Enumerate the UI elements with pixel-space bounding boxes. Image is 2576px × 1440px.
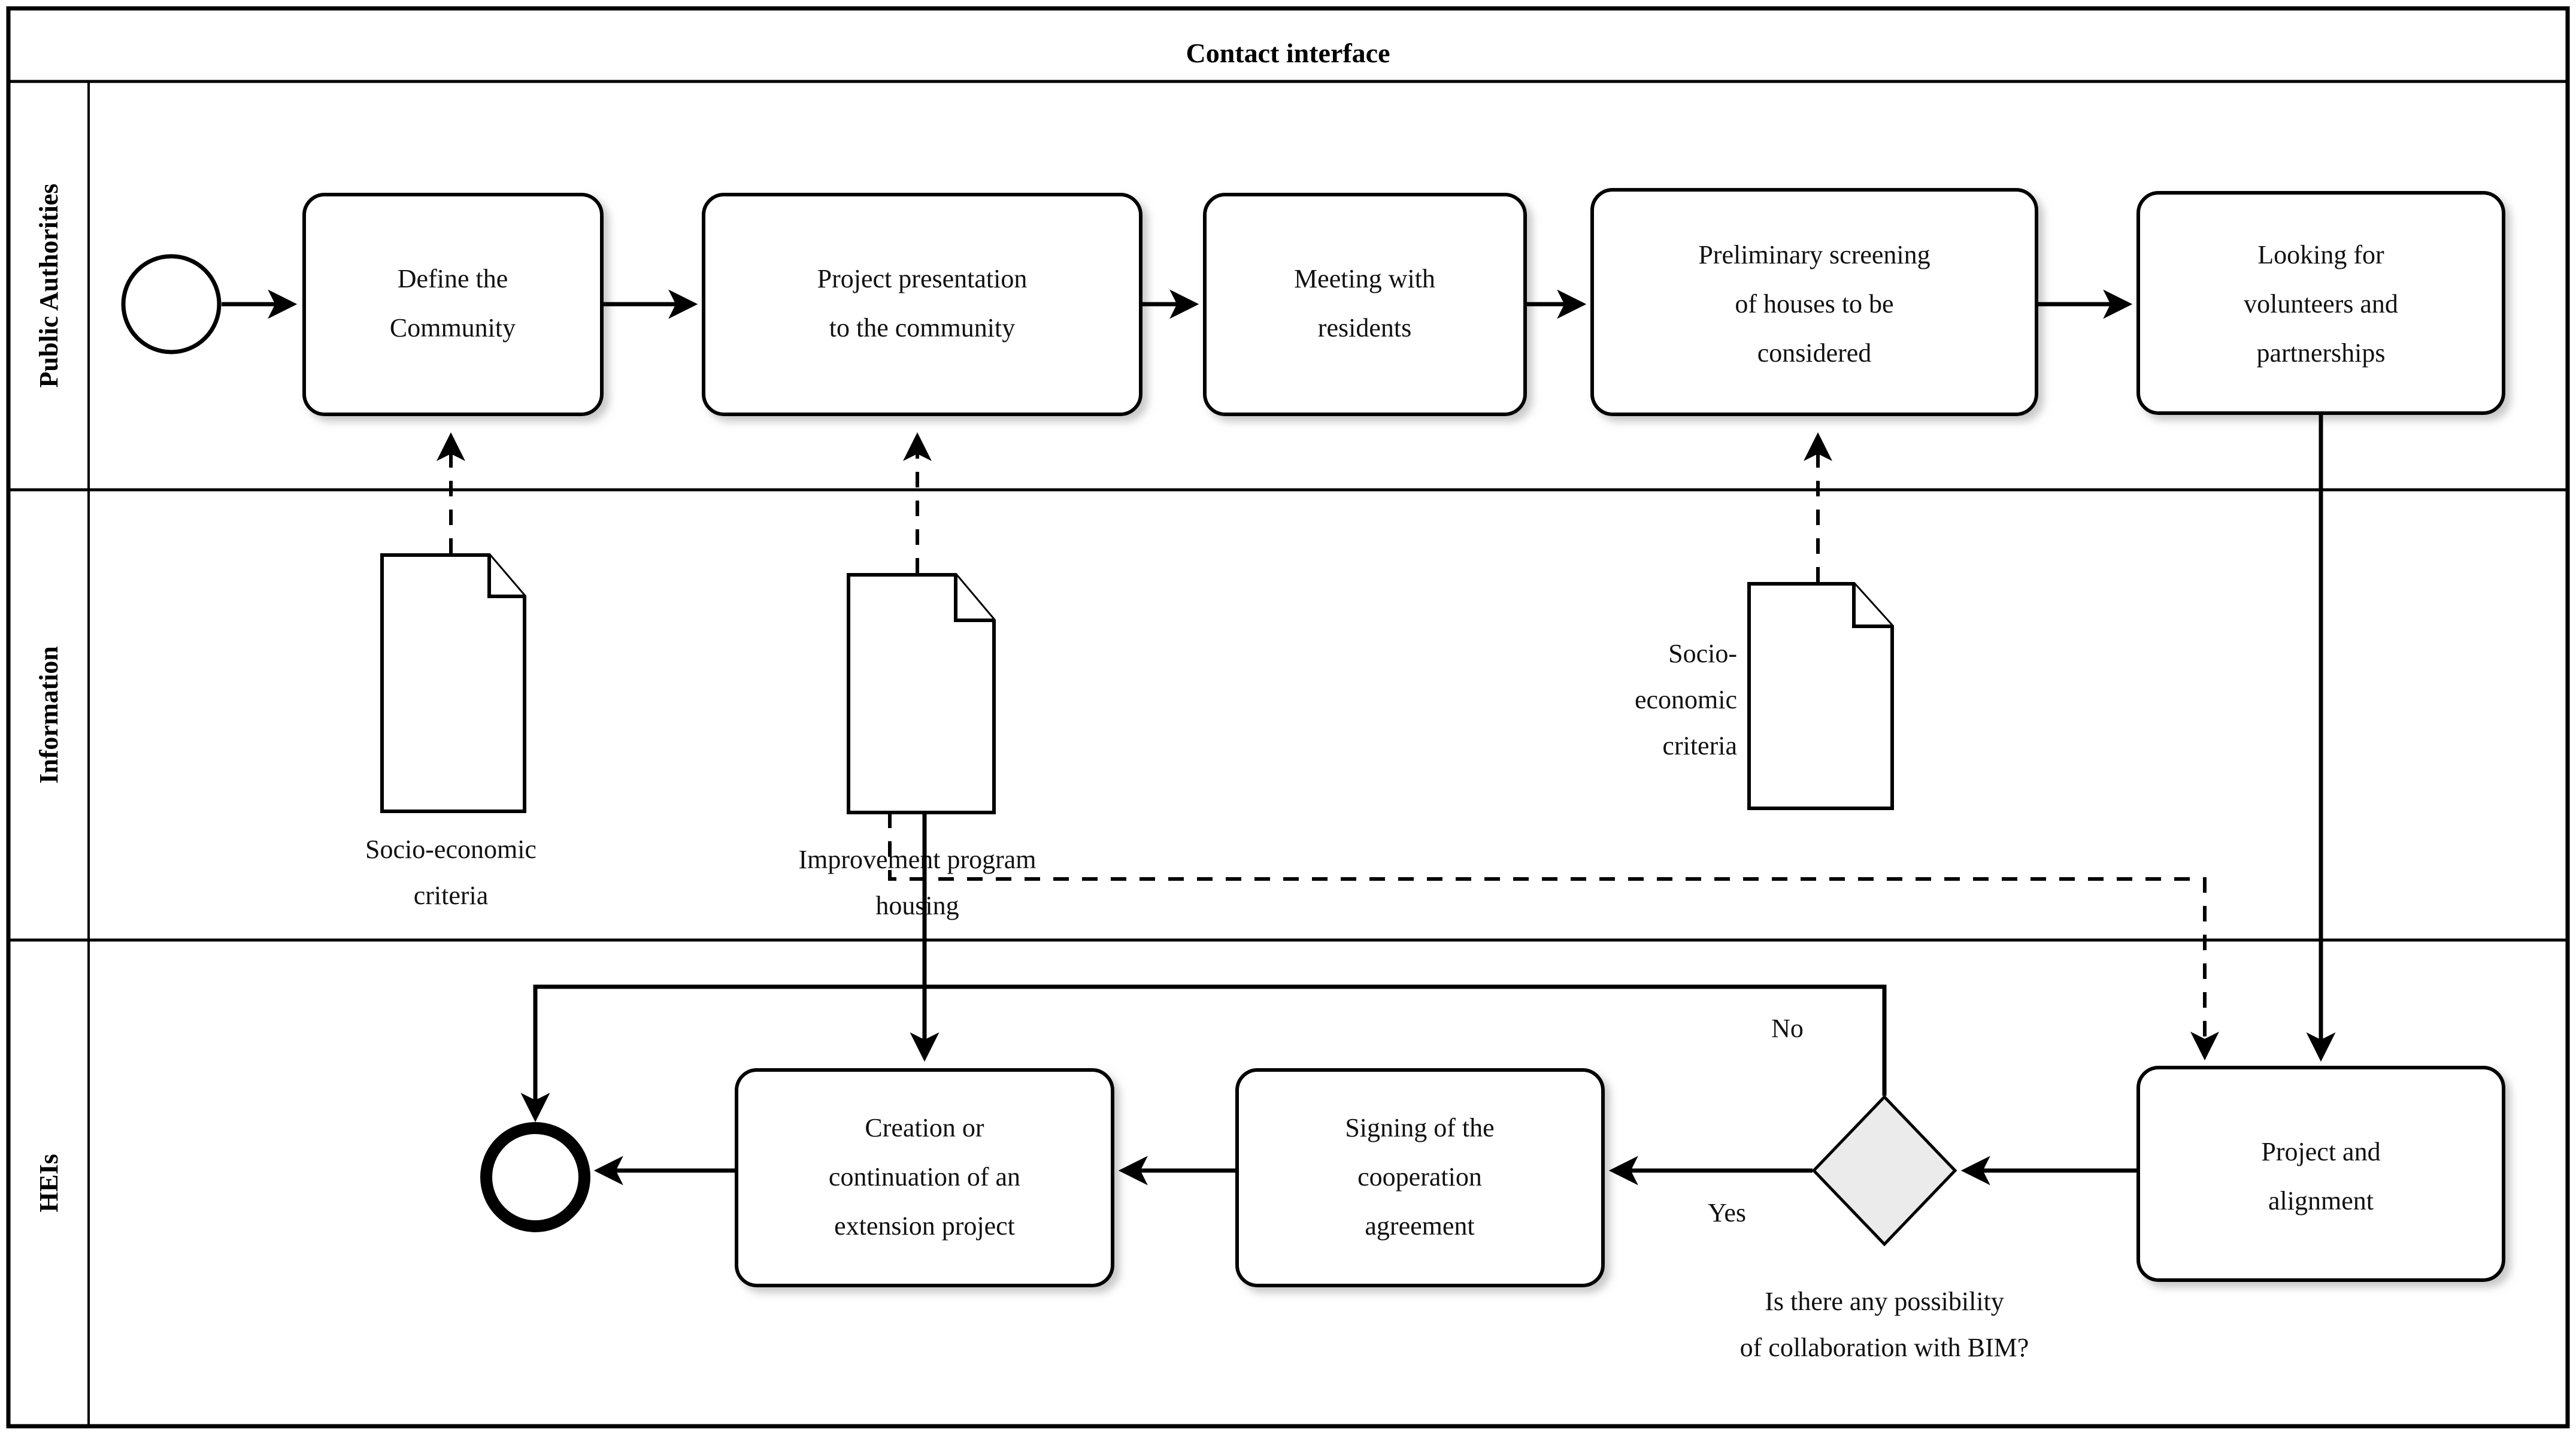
- lane-label-information: Information: [34, 646, 63, 784]
- assoc-improvement-tail: [888, 813, 2219, 1060]
- task-label: residents: [1318, 313, 1411, 342]
- task-define-the-community[interactable]: Define the Community: [302, 193, 604, 416]
- lane-label-heis: HEIs: [34, 1154, 63, 1212]
- task-label: extension project: [834, 1211, 1015, 1241]
- task-label: Project presentation: [817, 264, 1028, 293]
- task-label: Meeting with: [1294, 264, 1435, 293]
- task-label: Community: [390, 313, 516, 342]
- end-event[interactable]: [480, 1122, 590, 1232]
- lane-label-public-authorities: Public Authorities: [34, 183, 63, 387]
- task-label: Define the: [398, 264, 508, 293]
- associations: [437, 432, 2219, 1060]
- artifact-label: Socio-: [1668, 639, 1737, 668]
- task-label: continuation of an: [829, 1162, 1020, 1192]
- artifact-improvement-program-housing[interactable]: Improvement program housing: [798, 573, 1037, 920]
- gateway-question-line-1: Is there any possibility: [1765, 1287, 2004, 1316]
- task-signing-of-the-cooperation-agreement[interactable]: Signing of the cooperation agreement: [1235, 1068, 1605, 1287]
- task-label: considered: [1757, 338, 1872, 368]
- artifact-label: criteria: [1662, 731, 1737, 760]
- task-preliminary-screening-of-houses[interactable]: Preliminary screening of houses to be co…: [1590, 188, 2038, 416]
- task-label: partnerships: [2256, 338, 2385, 368]
- gateway-bim-collaboration[interactable]: [1811, 1095, 1957, 1247]
- task-looking-for-volunteers-and-partnerships[interactable]: Looking for volunteers and partnerships: [2136, 191, 2505, 415]
- flow-gateway-no-to-end: [520, 984, 1887, 1123]
- task-label: to the community: [829, 313, 1015, 342]
- task-project-and-alignment[interactable]: Project and alignment: [2136, 1066, 2505, 1282]
- task-label: agreement: [1365, 1211, 1474, 1241]
- task-label: Creation or: [865, 1113, 984, 1142]
- task-label: of houses to be: [1735, 289, 1893, 319]
- svg-text:HEIs: HEIs: [34, 1154, 63, 1212]
- task-label: Project and: [2261, 1137, 2380, 1166]
- artifact-socio-economic-criteria-1[interactable]: Socio-economic criteria: [365, 553, 537, 910]
- gateway-labels: No Yes Is there any possibility of colla…: [1708, 1014, 2029, 1362]
- artifact-label: housing: [875, 891, 959, 920]
- sequence-flows-heis: [520, 414, 2336, 1186]
- artifact-label: Socio-economic: [365, 835, 537, 864]
- task-label: alignment: [2268, 1186, 2374, 1215]
- gateway-branch-no-label: No: [1771, 1014, 1804, 1043]
- task-label: cooperation: [1357, 1162, 1482, 1192]
- task-meeting-with-residents[interactable]: Meeting with residents: [1203, 193, 1527, 416]
- pool-title: Contact interface: [1186, 38, 1390, 68]
- start-event[interactable]: [121, 254, 222, 354]
- gateway-branch-yes-label: Yes: [1708, 1198, 1746, 1227]
- artifact-label: Improvement program: [798, 845, 1036, 874]
- task-label: Preliminary screening: [1698, 240, 1930, 269]
- task-label: Signing of the: [1345, 1113, 1494, 1142]
- task-label: volunteers and: [2244, 289, 2398, 319]
- task-creation-or-continuation-of-an-extension-project[interactable]: Creation or continuation of an extension…: [735, 1068, 1114, 1287]
- task-label: Looking for: [2257, 240, 2384, 269]
- artifact-socio-economic-criteria-2[interactable]: Socio- economic criteria: [1635, 582, 1894, 810]
- artifact-label: economic: [1635, 685, 1737, 714]
- gateway-question-line-2: of collaboration with BIM?: [1740, 1333, 2029, 1362]
- svg-text:Public Authorities: Public Authorities: [34, 183, 63, 387]
- task-project-presentation-to-the-community[interactable]: Project presentation to the community: [702, 193, 1142, 416]
- pool-frame: [6, 6, 2570, 1429]
- svg-text:Information: Information: [34, 646, 63, 784]
- artifact-label: criteria: [414, 881, 489, 910]
